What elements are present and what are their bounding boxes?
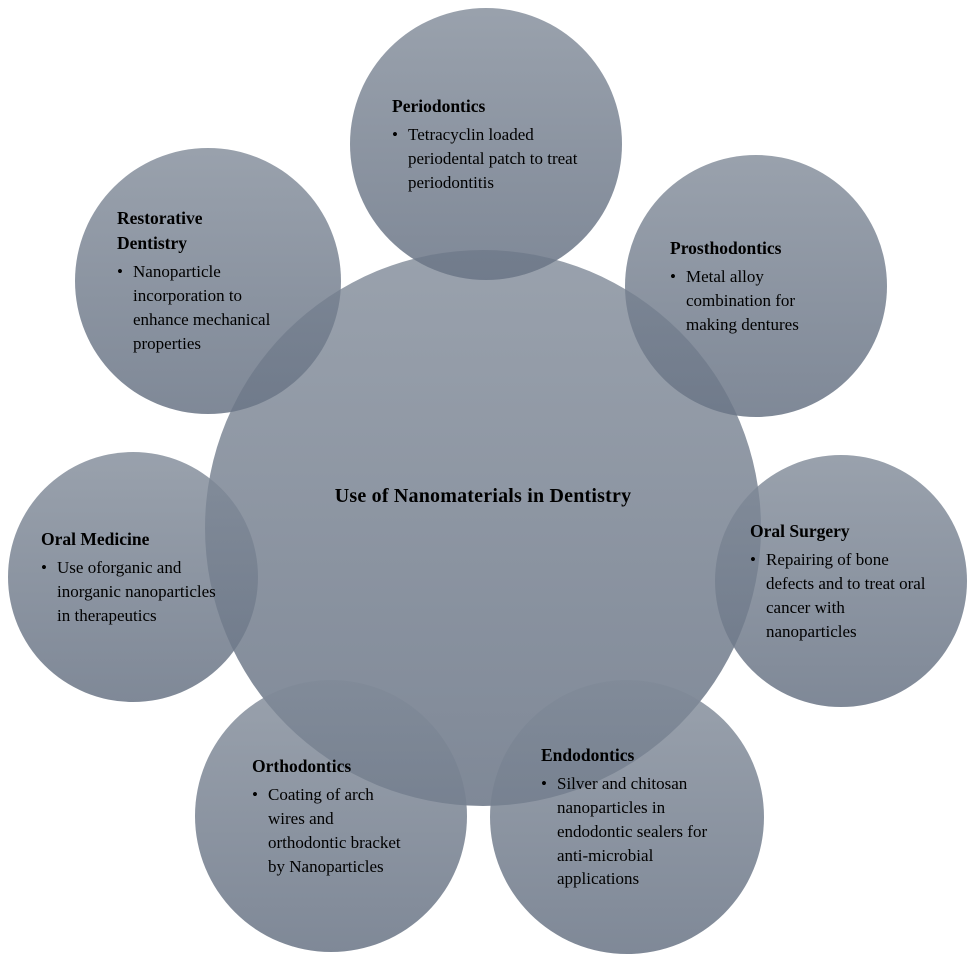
node-title-oral-surgery: Oral Surgery bbox=[750, 520, 850, 541]
node-oral-surgery: Oral Surgery • Repairing of bone defects… bbox=[715, 455, 967, 707]
node-content: Restorative Dentistry • Nanoparticle inc… bbox=[117, 206, 299, 355]
bullet-item: • Use oforganic and inorganic nanopartic… bbox=[41, 556, 225, 627]
node-content: Oral Surgery • Repairing of bone defects… bbox=[750, 519, 932, 644]
bullet-text: Silver and chitosan nanoparticles in end… bbox=[557, 774, 708, 889]
diagram-title: Use of Nanomaterials in Dentistry bbox=[334, 484, 632, 507]
node-content: Prosthodontics • Metal alloy combination… bbox=[670, 236, 842, 337]
bullet-text: Repairing of bone defects and to treat o… bbox=[766, 550, 926, 641]
bullet-text: Use oforganic and inorganic nanoparticle… bbox=[57, 558, 216, 625]
node-content: Periodontics • Tetracyclin loaded period… bbox=[392, 94, 580, 195]
bullet-item: • Tetracyclin loaded periodental patch t… bbox=[392, 123, 580, 194]
bullet-icon: • bbox=[541, 774, 547, 794]
node-content: Endodontics • Silver and chitosan nanopa… bbox=[541, 743, 713, 891]
bullet-item: • Repairing of bone defects and to treat… bbox=[750, 548, 932, 643]
node-oral-medicine: Oral Medicine • Use oforganic and inorga… bbox=[8, 452, 258, 702]
bullet-icon: • bbox=[670, 267, 676, 287]
bullet-text: Tetracyclin loaded periodental patch to … bbox=[408, 125, 578, 192]
bullet-item: • Silver and chitosan nanoparticles in e… bbox=[541, 772, 713, 891]
node-title-oral-medicine: Oral Medicine bbox=[41, 528, 150, 549]
node-title-periodontics: Periodontics bbox=[392, 95, 486, 116]
bullet-icon: • bbox=[117, 262, 123, 282]
node-restorative-dentistry: Restorative Dentistry • Nanoparticle inc… bbox=[75, 148, 341, 414]
bullet-icon: • bbox=[252, 785, 258, 805]
bullet-icon: • bbox=[392, 125, 398, 145]
bullet-item: • Nanoparticle incorporation to enhance … bbox=[117, 260, 299, 355]
bullet-text: Metal alloy combination for making dentu… bbox=[686, 267, 799, 334]
node-title-restorative-dentistry: Restorative Dentistry bbox=[117, 208, 203, 253]
node-content: Oral Medicine • Use oforganic and inorga… bbox=[41, 527, 225, 628]
bullet-icon: • bbox=[41, 558, 47, 578]
bullet-item: • Coating of arch wires and orthodontic … bbox=[252, 783, 410, 878]
bullet-text: Coating of arch wires and orthodontic br… bbox=[268, 785, 401, 876]
bullet-icon: • bbox=[750, 550, 756, 570]
node-title-orthodontics: Orthodontics bbox=[252, 755, 352, 776]
bullet-text: Nanoparticle incorporation to enhance me… bbox=[133, 262, 271, 353]
node-orthodontics: Orthodontics • Coating of arch wires and… bbox=[195, 680, 467, 952]
bullet-item: • Metal alloy combination for making den… bbox=[670, 265, 842, 336]
node-periodontics: Periodontics • Tetracyclin loaded period… bbox=[350, 8, 622, 280]
node-prosthodontics: Prosthodontics • Metal alloy combination… bbox=[625, 155, 887, 417]
node-endodontics: Endodontics • Silver and chitosan nanopa… bbox=[490, 680, 764, 954]
node-title-prosthodontics: Prosthodontics bbox=[670, 237, 782, 258]
node-content: Orthodontics • Coating of arch wires and… bbox=[252, 754, 410, 879]
node-title-endodontics: Endodontics bbox=[541, 744, 635, 765]
